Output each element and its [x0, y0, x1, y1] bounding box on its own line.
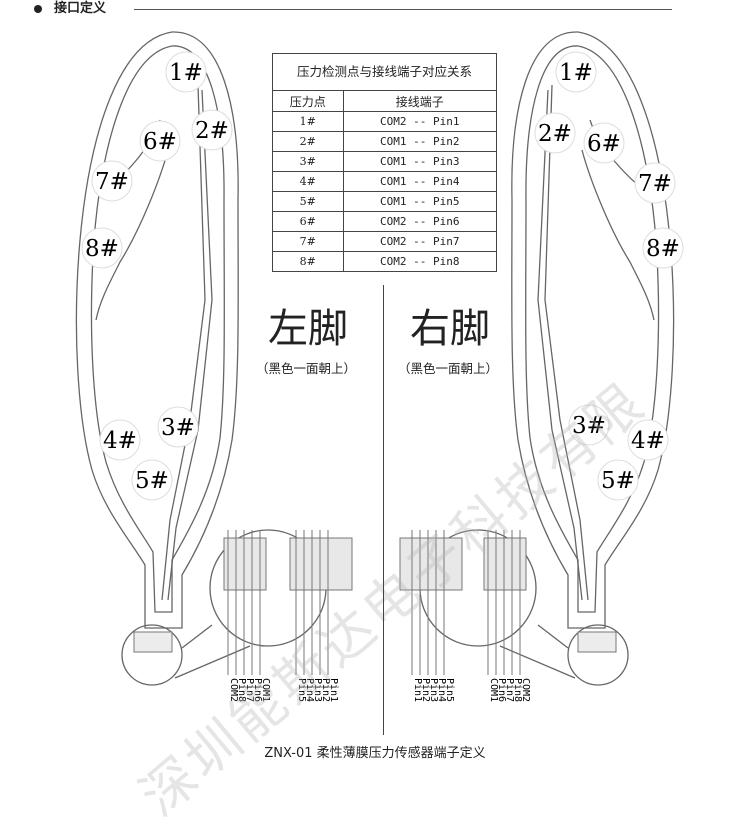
right-foot-subtitle: （黑色一面朝上） [398, 361, 499, 376]
left_foot-pin-label: Pin6 [252, 678, 263, 702]
center-divider [383, 285, 384, 735]
right_foot-pin-label: COM1 [488, 678, 499, 702]
cell-point: 5# [272, 191, 344, 212]
left-point-5: 5# [135, 468, 169, 494]
figure-caption: ZNX-01 柔性薄膜压力传感器端子定义 [264, 746, 486, 761]
table-caption: 压力检测点与接线端子对应关系 [272, 53, 497, 90]
cell-terminal: COM2 -- Pin6 [342, 211, 498, 232]
table-row: 4#COM1 -- Pin4 [272, 171, 498, 192]
right-point-6: 6# [587, 131, 621, 157]
right_foot-pin-label: Pin8 [512, 678, 523, 702]
table-row: 8#COM2 -- Pin8 [272, 251, 498, 272]
cell-point: 4# [272, 171, 344, 192]
cell-terminal: COM1 -- Pin2 [342, 131, 498, 152]
left-point-6: 6# [143, 129, 177, 155]
cell-point: 3# [272, 151, 344, 172]
left_foot-pin-label: Pin3 [312, 678, 323, 702]
right-points: 1# 2# 6# 7# 8# 3# 4# 5# [534, 51, 684, 501]
cell-point: 1# [272, 111, 344, 132]
col-header-terminal: 接线端子 [342, 90, 498, 112]
left_foot-pin-label: Pin5 [296, 678, 307, 702]
left-point-8: 8# [85, 236, 119, 262]
right-foot-title: 右脚 [410, 306, 490, 352]
table-row: 2#COM1 -- Pin2 [272, 131, 498, 152]
right-point-5: 5# [601, 468, 635, 494]
cell-terminal: COM1 -- Pin4 [342, 171, 498, 192]
left_foot-pin-label: Pin2 [320, 678, 331, 702]
right_foot-pin-label: Pin4 [436, 678, 447, 702]
header-rule [134, 9, 672, 10]
right_foot-pin-label: COM2 [520, 678, 531, 702]
left-points: 1# 2# 6# 7# 8# 3# 4# 5# [81, 51, 233, 501]
cell-point: 8# [272, 251, 344, 272]
right-point-1: 1# [559, 60, 593, 86]
left_foot-pin-label: COM1 [260, 678, 271, 702]
right-point-7: 7# [638, 171, 672, 197]
cell-terminal: COM1 -- Pin3 [342, 151, 498, 172]
sensor-diagram: 1# 2# 6# 7# 8# 3# 4# 5# 1# 2# 6# 7# 8# 3… [75, 31, 684, 702]
right_foot-pin-label: Pin6 [496, 678, 507, 702]
bullet-icon [34, 5, 42, 13]
cell-point: 6# [272, 211, 344, 232]
right-point-4: 4# [631, 428, 665, 454]
left-point-2: 2# [195, 118, 229, 144]
cell-terminal: COM2 -- Pin8 [342, 251, 498, 272]
table-row: 3#COM1 -- Pin3 [272, 151, 498, 172]
right-point-2: 2# [538, 121, 572, 147]
table-row: 5#COM1 -- Pin5 [272, 191, 498, 212]
cell-point: 7# [272, 231, 344, 252]
right_foot-pin-label: Pin1 [412, 678, 423, 702]
right-insole-outline [511, 31, 675, 629]
left-foot-title: 左脚 [268, 306, 348, 352]
right-point-8: 8# [646, 236, 680, 262]
left_foot-pin-label: COM2 [228, 678, 239, 702]
table-row: 7#COM2 -- Pin7 [272, 231, 498, 252]
col-header-point: 压力点 [272, 90, 344, 112]
left-insole-outline [75, 31, 239, 629]
table-row: 1#COM2 -- Pin1 [272, 111, 498, 132]
left-foot-subtitle: （黑色一面朝上） [256, 361, 357, 376]
left-point-3: 3# [161, 415, 195, 441]
cell-terminal: COM1 -- Pin5 [342, 191, 498, 212]
right-point-3: 3# [572, 413, 606, 439]
section-title: 接口定义 [54, 1, 107, 16]
left_foot-pin-label: Pin4 [304, 678, 315, 702]
right_foot-pin-label: Pin7 [504, 678, 515, 702]
cell-terminal: COM2 -- Pin1 [342, 111, 498, 132]
right_foot-pin-label: Pin5 [444, 678, 455, 702]
left-point-4: 4# [103, 428, 137, 454]
left_foot-pin-label: Pin7 [244, 678, 255, 702]
mapping-table: 压力检测点与接线端子对应关系 压力点 接线端子 1#COM2 -- Pin1 2… [272, 53, 498, 272]
right_foot-pin-label: Pin3 [428, 678, 439, 702]
right_foot-pin-label: Pin2 [420, 678, 431, 702]
table-row: 6#COM2 -- Pin6 [272, 211, 498, 232]
cell-point: 2# [272, 131, 344, 152]
left_foot-pin-label: Pin1 [328, 678, 339, 702]
left-point-7: 7# [95, 169, 129, 195]
section-header: 接口定义 [32, 0, 672, 20]
left_foot-pin-label: Pin8 [236, 678, 247, 702]
left-point-1: 1# [169, 60, 203, 86]
cell-terminal: COM2 -- Pin7 [342, 231, 498, 252]
